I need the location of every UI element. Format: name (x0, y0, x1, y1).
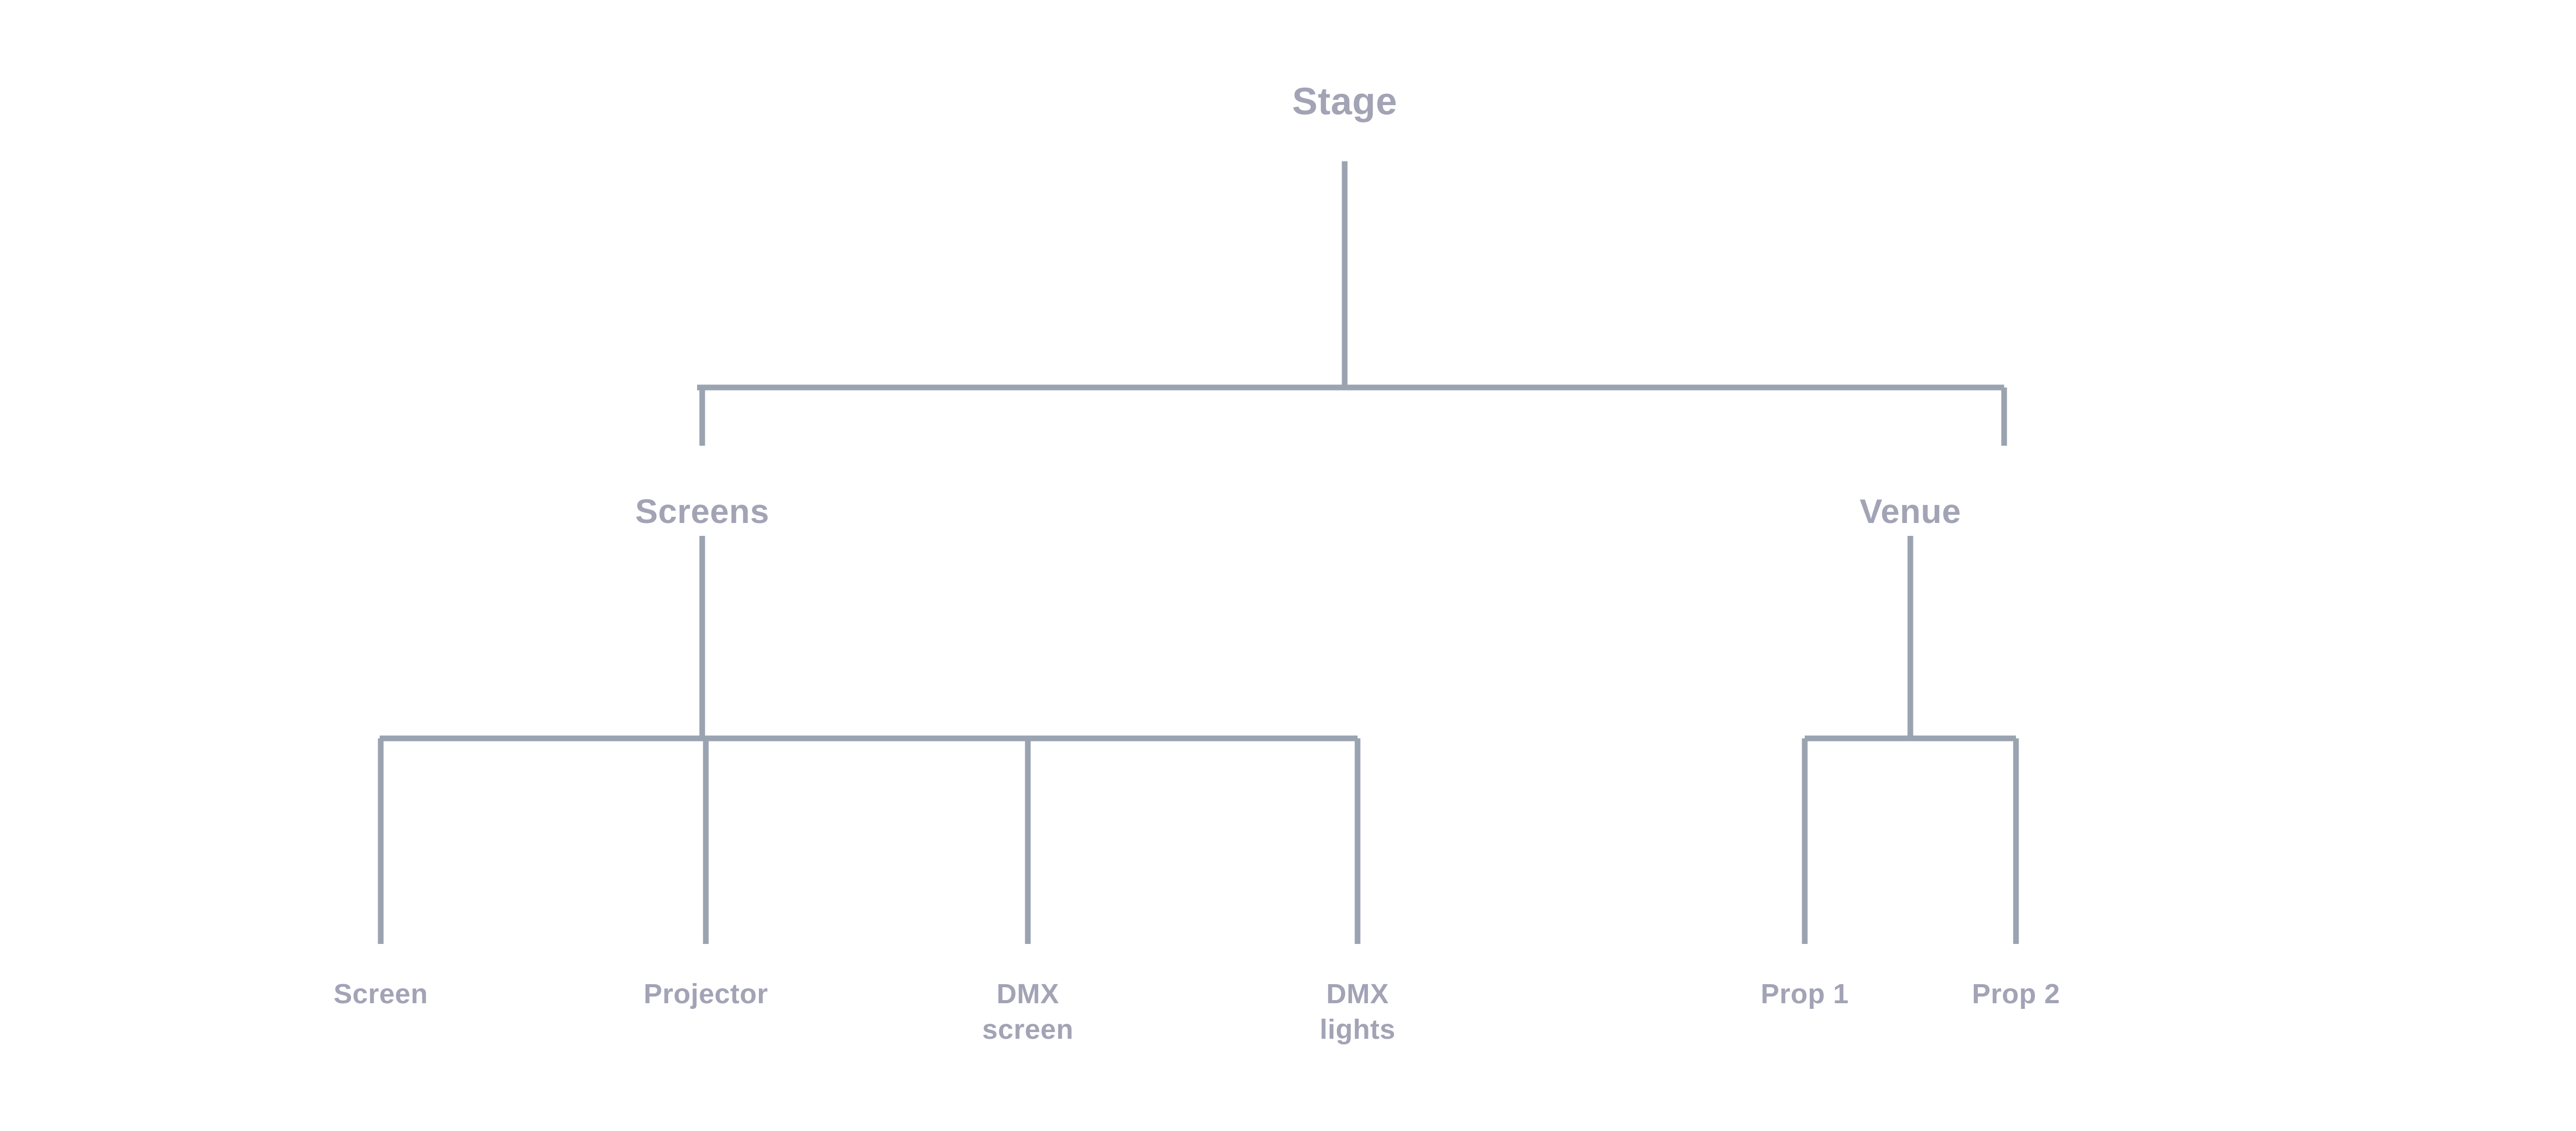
tree-node-branch-screens[interactable]: Screens (635, 492, 770, 530)
tree-node-leaf-dmx-screen[interactable]: DMX screen (982, 978, 1074, 1045)
tree-node-leaf-dmx-lights[interactable]: DMX lights (1319, 978, 1396, 1045)
tree-node-leaf-screen[interactable]: Screen (333, 978, 428, 1009)
tree-node-leaf-prop-1[interactable]: Prop 1 (1760, 978, 1849, 1009)
tree-node-branch-venue[interactable]: Venue (1859, 492, 1961, 530)
tree-node-leaf-prop-2[interactable]: Prop 2 (1972, 978, 2060, 1009)
tree-node-root-stage[interactable]: Stage (1292, 80, 1398, 123)
tree-node-leaf-projector[interactable]: Projector (643, 978, 768, 1009)
